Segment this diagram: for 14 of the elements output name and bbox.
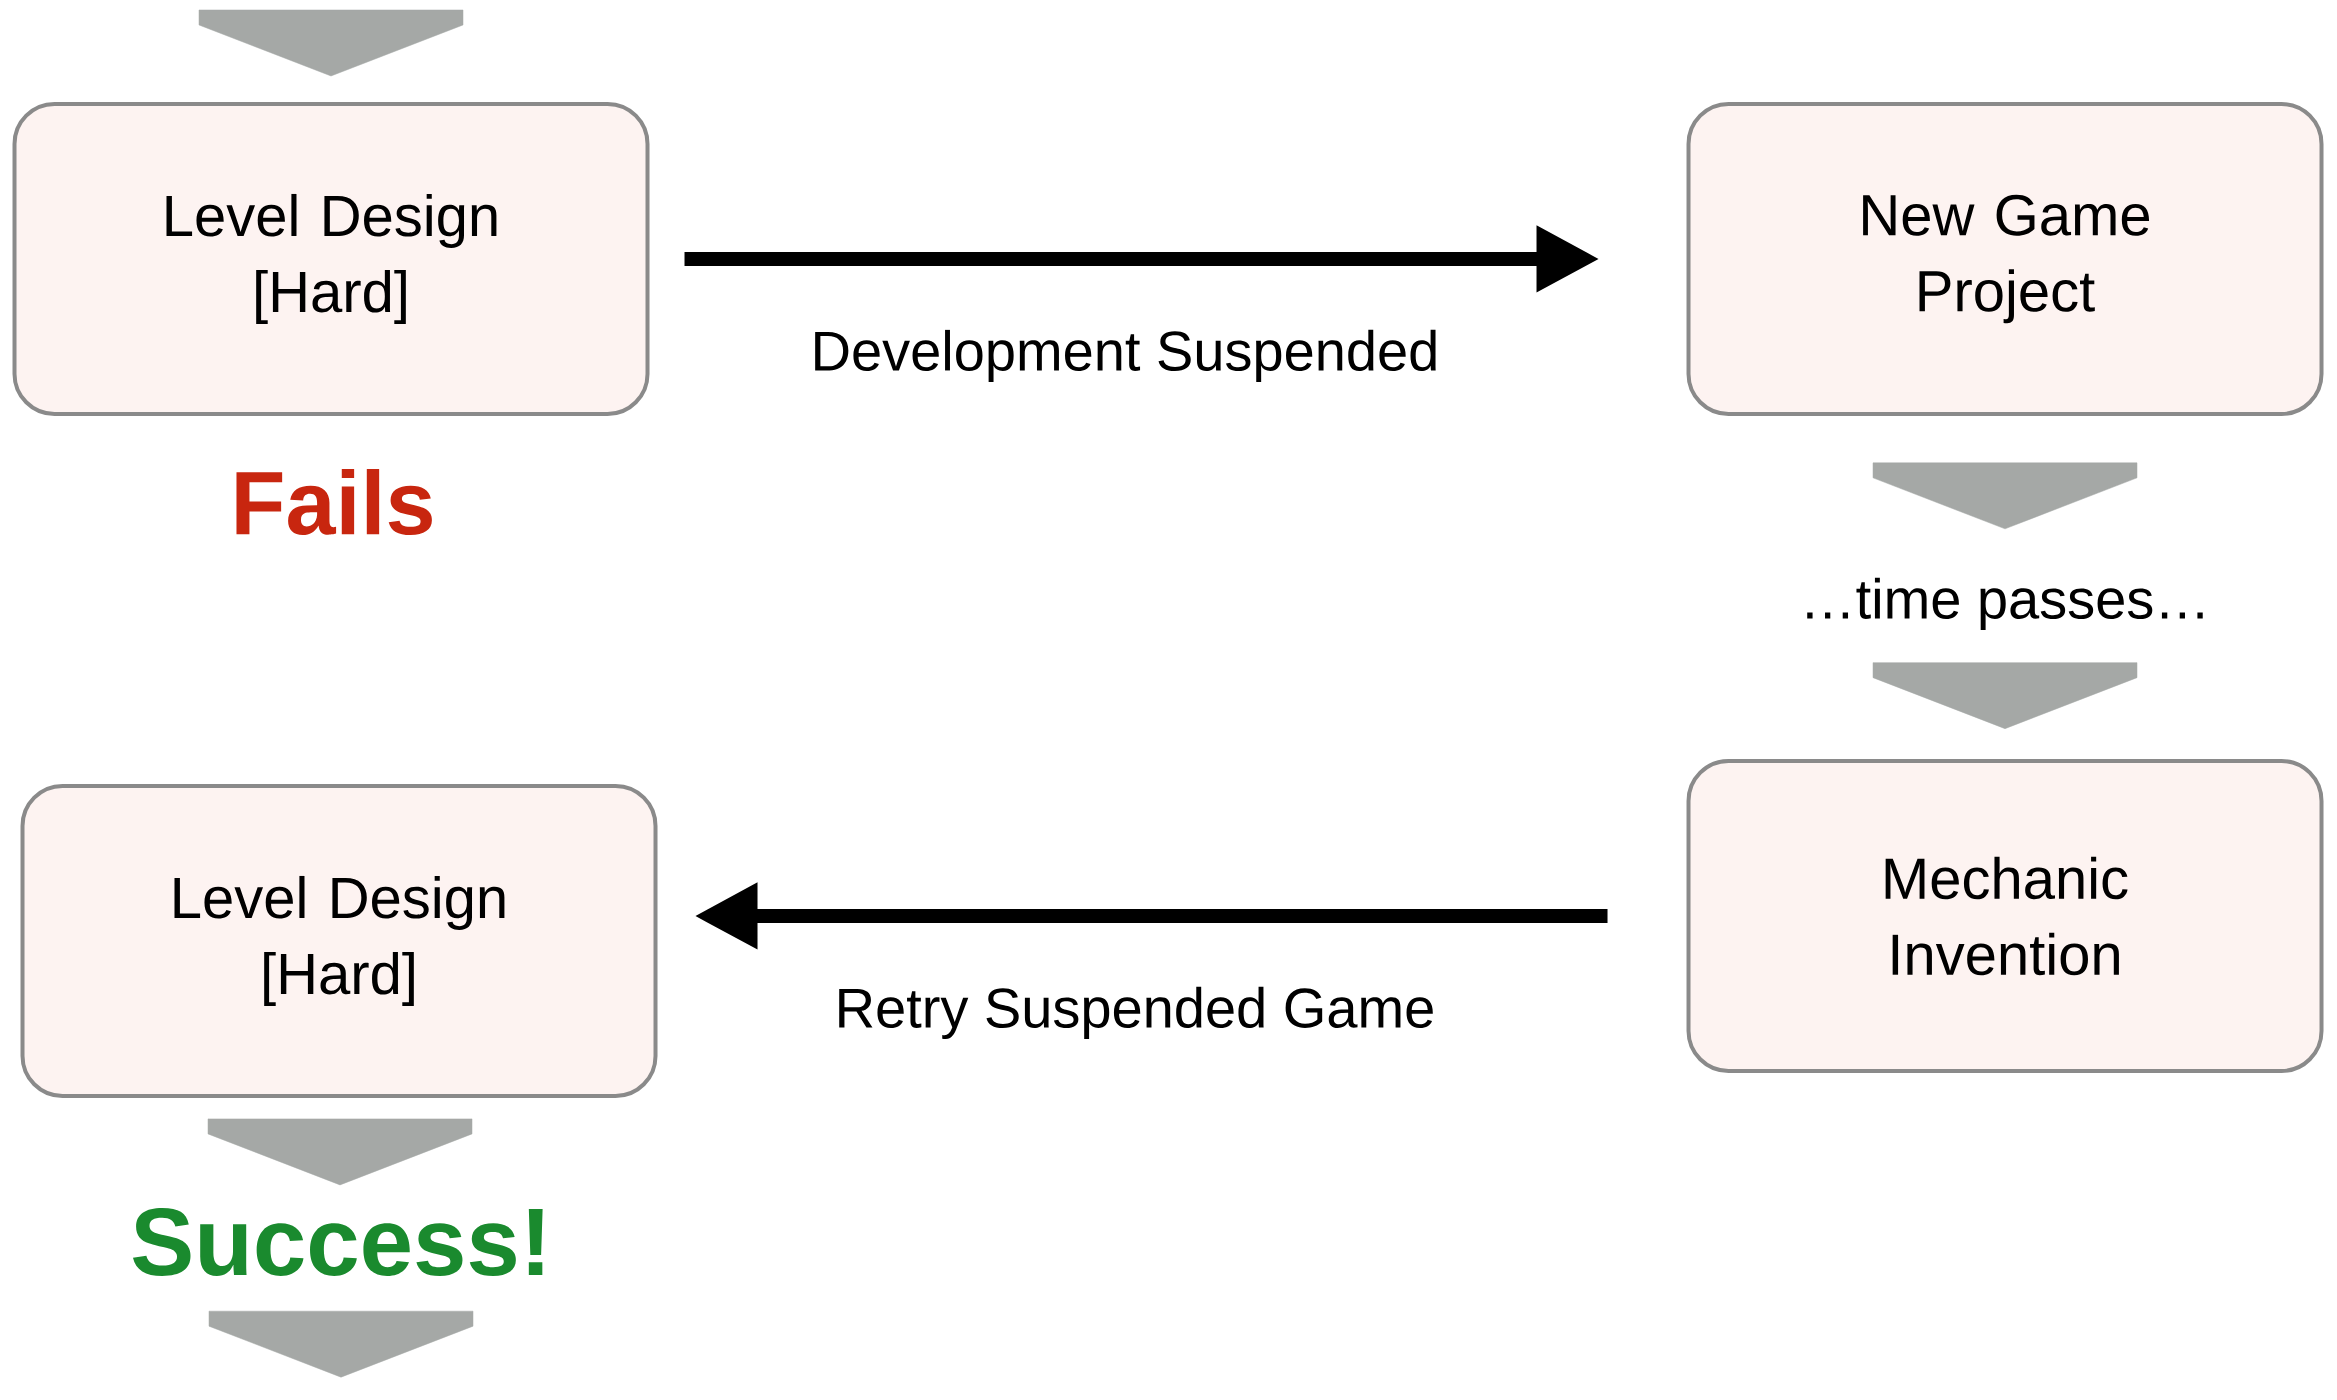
time-note: …time passes… (1807, 577, 2203, 631)
process-box: Level Design [Hard] (20, 784, 658, 1098)
process-box: Level Design [Hard] (12, 102, 650, 416)
success-label: Success! (133, 1208, 543, 1276)
chevron-arrow (1872, 662, 2138, 729)
process-box: Mechanic Invention (1686, 759, 2324, 1073)
status-label: Fails (236, 468, 432, 536)
chevron-arrow (207, 1118, 473, 1186)
chevron-arrow (1872, 462, 2138, 530)
chevron-arrow (208, 1310, 474, 1378)
chevron-arrow (198, 9, 464, 77)
process-box: New Game Project (1686, 102, 2324, 416)
edge-label: Development Suspended (807, 326, 1443, 386)
edge-label: Retry Suspended Game (831, 983, 1439, 1043)
